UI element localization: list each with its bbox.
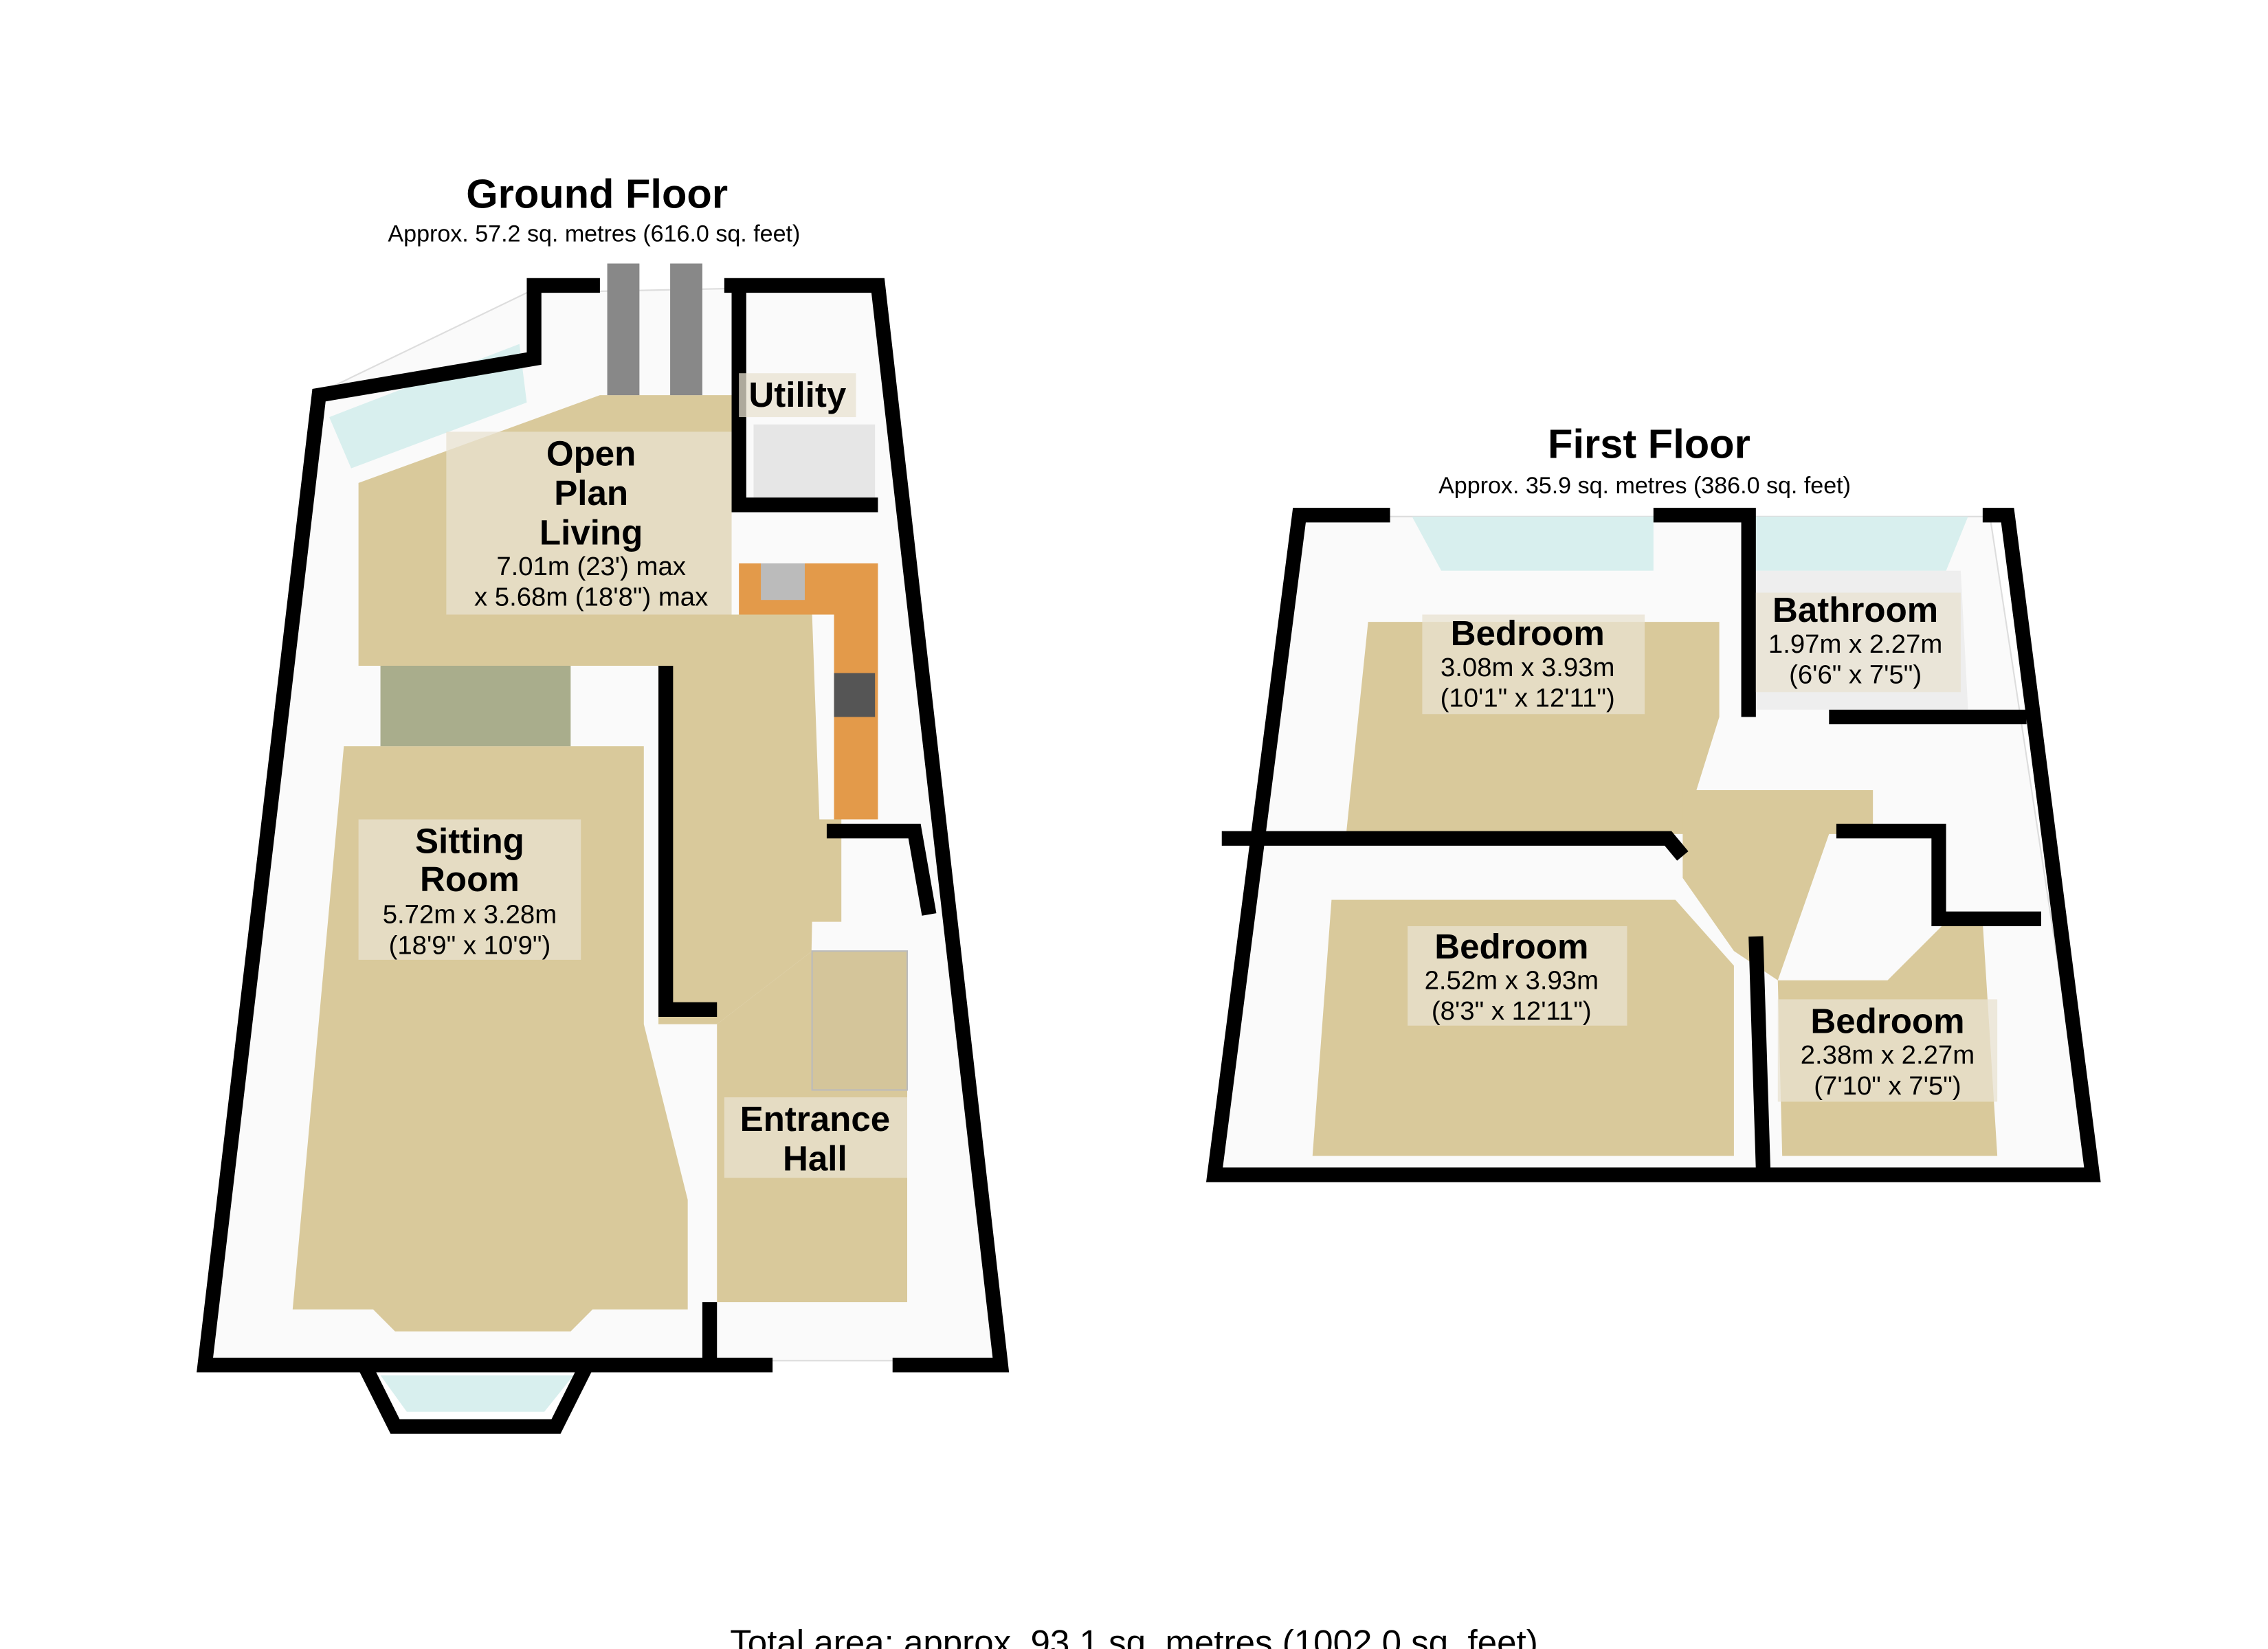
interior-wall [1748, 936, 1771, 1171]
label-box [358, 819, 581, 960]
room-name: Entrance [740, 1099, 891, 1138]
interior-wall [1836, 823, 2041, 926]
room-name: Bedroom [1451, 614, 1605, 653]
label-box [1755, 592, 1961, 693]
outer-wall [1205, 508, 2101, 1182]
first-floor-plan: First Floor Approx. 35.9 sq. metres (386… [1205, 421, 2101, 1182]
room-name: Living [540, 513, 643, 552]
first-floor-area: Approx. 35.9 sq. metres (386.0 sq. feet) [1438, 473, 1851, 499]
interior-wall [826, 823, 937, 916]
room-dimensions: 5.72m x 3.28m [383, 900, 557, 930]
stairs [811, 950, 909, 1091]
label-box [1777, 999, 1998, 1102]
label-box [446, 431, 732, 615]
room-name: Hall [783, 1139, 847, 1178]
window [1412, 516, 1654, 571]
ground-floor-plan: Ground Floor Approx. 57.2 sq. metres (61… [197, 171, 1010, 1434]
first-floor-title: First Floor [1548, 421, 1750, 467]
room-dimensions: 1.97m x 2.27m [1768, 629, 1942, 659]
room-dimensions: (6'6" x 7'5") [1789, 660, 1922, 690]
french-door-right [670, 263, 702, 396]
room-dimensions: (18'9" x 10'9") [389, 930, 551, 960]
room-dimensions: (8'3" x 12'11") [1432, 996, 1592, 1026]
utility-tiled-floor [753, 424, 876, 498]
interior-wall [1221, 831, 1689, 861]
total-area: Total area: approx. 93.1 sq. metres (100… [730, 1623, 1537, 1649]
label-box [1408, 926, 1627, 1026]
utility-wall [731, 285, 878, 513]
room-dimensions: x 5.68m (18'8") max [474, 583, 708, 612]
label-box [1422, 614, 1645, 715]
room-dimensions: 2.38m x 2.27m [1801, 1040, 1975, 1070]
label-box [724, 1097, 907, 1178]
bay-window-wall [359, 1365, 592, 1434]
interior-wall [1653, 508, 1756, 717]
room-name: Bathroom [1772, 590, 1938, 629]
room-dimensions: (10'1" x 12'11") [1441, 684, 1615, 713]
room-dimensions: 7.01m (23') max [496, 552, 686, 581]
room-dimensions: 3.08m x 3.93m [1441, 653, 1614, 682]
ground-floor-title: Ground Floor [466, 171, 728, 217]
outer-wall [724, 278, 1010, 1373]
room-dimensions: (7'10" x 7'5") [1814, 1071, 1961, 1101]
open-plan-living-floor [358, 395, 907, 1288]
landing-floor [1682, 789, 1874, 980]
room-name: Sitting [415, 822, 524, 861]
window [1755, 516, 1968, 571]
room-name: Room [420, 860, 520, 899]
bay-window [380, 1375, 574, 1412]
outer-wall [197, 278, 773, 1373]
room-name: Utility [748, 375, 846, 414]
hob [834, 673, 876, 717]
label-box [739, 373, 856, 418]
sliding-doors [380, 666, 571, 747]
room-name: Bedroom [1810, 1001, 1964, 1040]
room-dimensions: 2.52m x 3.93m [1425, 966, 1599, 996]
sink [761, 563, 805, 601]
room-name: Plan [554, 473, 628, 513]
french-door-left [607, 263, 640, 396]
kitchen-worktop [739, 563, 878, 820]
room-name: Bedroom [1434, 927, 1588, 966]
room-name: Open [546, 434, 636, 473]
ground-floor-area: Approx. 57.2 sq. metres (616.0 sq. feet) [388, 221, 800, 247]
interior-wall [658, 665, 718, 1017]
